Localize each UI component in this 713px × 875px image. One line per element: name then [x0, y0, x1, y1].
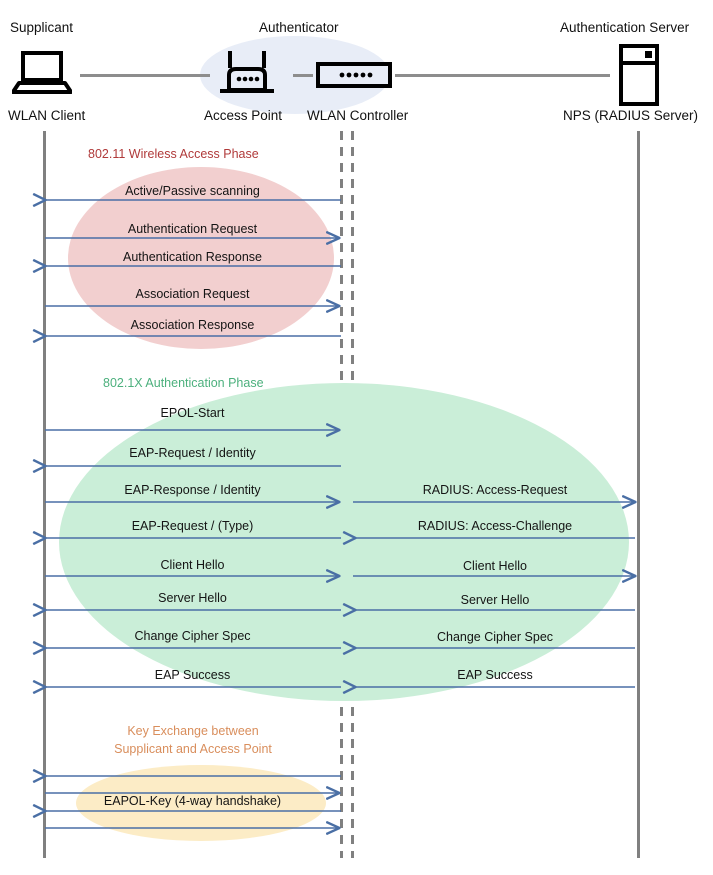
msg-label-client-hello-left: Client Hello: [160, 558, 225, 572]
msg-label-eap-request-identity: EAP-Request / Identity: [129, 446, 256, 460]
link-ap-controller: [293, 74, 313, 77]
msg-label-change-cipher-spec-right: Change Cipher Spec: [436, 630, 554, 644]
msg-label-server-hello-right: Server Hello: [460, 593, 530, 607]
link-client-ap: [80, 74, 210, 77]
actor-device-access-point: Access Point: [204, 108, 283, 123]
lifeline-auth-server: [637, 131, 640, 858]
msg-label-eapol-key-handshake: EAPOL-Key (4-way handshake): [103, 794, 282, 808]
msg-label-epol-start: EPOL-Start: [160, 406, 225, 420]
actor-device-wlan-controller: WLAN Controller: [307, 108, 409, 123]
access-point-icon: [220, 51, 274, 93]
phase-label-key-exchange-line2: Supplicant and Access Point: [114, 742, 272, 756]
msg-label-client-hello-right: Client Hello: [463, 559, 527, 573]
actor-role-supplicant: Supplicant: [10, 20, 74, 35]
msg-label-radius-access-challenge: RADIUS: Access-Challenge: [417, 519, 573, 533]
server-icon: [619, 44, 659, 106]
msg-label-eap-success-left: EAP Success: [154, 668, 231, 682]
msg-label-server-hello-left: Server Hello: [158, 591, 227, 605]
phase-label-key-exchange-line1: Key Exchange between: [127, 724, 259, 738]
msg-label-eap-response-identity: EAP-Response / Identity: [124, 483, 261, 497]
msg-label-eap-success-right: EAP Success: [457, 668, 533, 682]
msg-label-association-response: Association Response: [130, 318, 255, 332]
laptop-icon: [12, 51, 72, 94]
msg-label-authentication-request: Authentication Request: [127, 222, 258, 236]
phase-label-dot1x: 802.1X Authentication Phase: [103, 376, 264, 390]
link-controller-server: [395, 74, 610, 77]
msg-label-active-passive-scanning: Active/Passive scanning: [125, 184, 260, 198]
msg-label-association-request: Association Request: [135, 287, 250, 301]
phase-label-wireless-access: 802.11 Wireless Access Phase: [88, 147, 259, 161]
msg-label-eap-request-type: EAP-Request / (Type): [131, 519, 254, 533]
msg-label-change-cipher-spec-left: Change Cipher Spec: [134, 629, 251, 643]
msg-label-radius-access-request: RADIUS: Access-Request: [422, 483, 568, 497]
actor-role-authentication-server: Authentication Server: [560, 20, 690, 35]
lifeline-supplicant: [43, 131, 46, 858]
wlan-controller-icon: [316, 62, 392, 88]
msg-label-authentication-response: Authentication Response: [123, 250, 262, 264]
actor-device-wlan-client: WLAN Client: [8, 108, 86, 123]
actor-device-nps-radius-server: NPS (RADIUS Server): [563, 108, 699, 123]
phase-ellipse-wireless-access: [68, 167, 334, 349]
actor-role-authenticator: Authenticator: [259, 20, 339, 35]
